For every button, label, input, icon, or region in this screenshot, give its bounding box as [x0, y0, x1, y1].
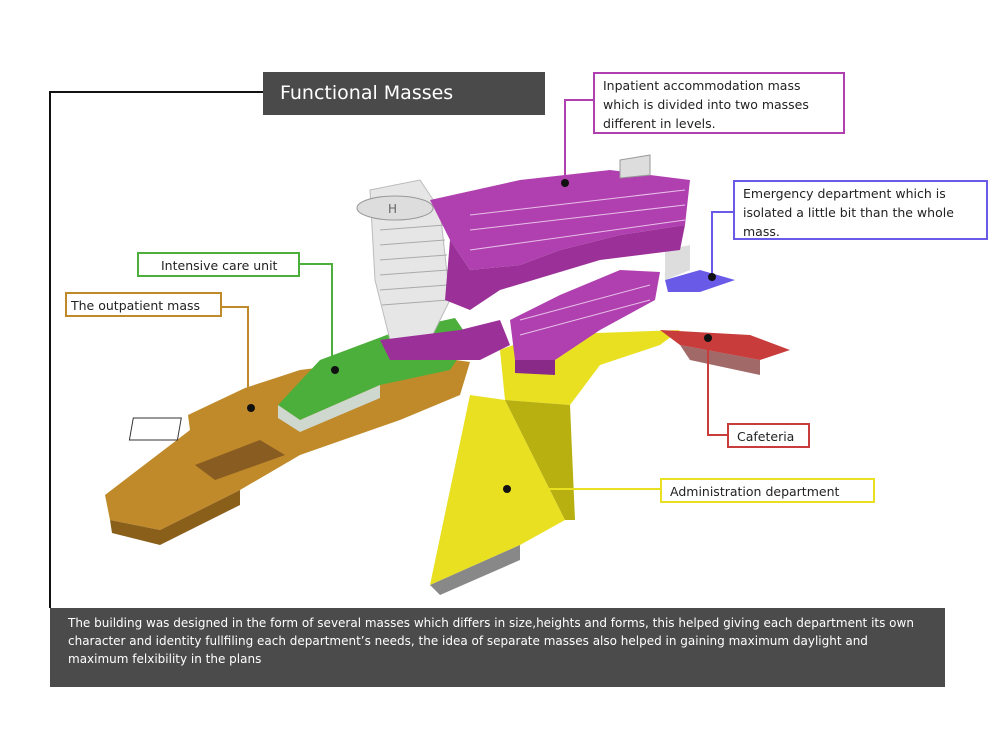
leader-cafeteria [707, 338, 727, 436]
label-inpatient: Inpatient accommodation mass which is di… [593, 72, 845, 134]
label-cafeteria: Cafeteria [727, 423, 810, 448]
leader-emergency [711, 211, 733, 277]
label-emergency: Emergency department which is isolated a… [733, 180, 988, 240]
label-administration: Administration department [660, 478, 875, 503]
frame-line [49, 91, 263, 608]
emergency-mass [665, 270, 735, 292]
leader-icu [300, 263, 333, 370]
cafeteria-mass [660, 330, 790, 360]
outpatient-mass [105, 355, 470, 530]
helipad-h-icon: H [388, 202, 397, 216]
leader-outpatient [222, 306, 249, 408]
administration-mass [430, 395, 565, 585]
page-title: Functional Masses [263, 72, 545, 115]
description-panel: The building was designed in the form of… [50, 608, 945, 687]
leader-inpatient [564, 99, 593, 183]
skylights [128, 417, 182, 441]
label-icu: Intensive care unit [137, 252, 300, 277]
helipad [356, 195, 434, 221]
label-outpatient: The outpatient mass [65, 292, 222, 317]
